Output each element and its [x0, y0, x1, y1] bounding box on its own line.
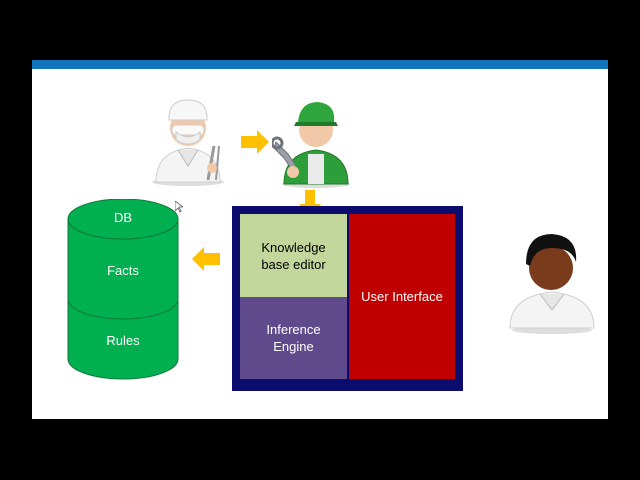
expert-system-box: Knowledge base editor Inference Engine U… — [232, 206, 463, 391]
db-top-label: DB — [113, 210, 133, 225]
domain-expert-doctor-icon — [152, 99, 224, 186]
user-interface-block: User Interface — [349, 214, 455, 379]
mouse-cursor-icon — [175, 201, 183, 213]
slide-top-bar — [32, 60, 608, 69]
inference-engine-label: Inference Engine — [266, 322, 321, 354]
db-rules-label: Rules — [106, 333, 140, 348]
arrow-left-icon — [192, 247, 220, 271]
slide: DB Facts Rules Knowledge base editor Inf… — [32, 60, 608, 419]
knowledge-base-editor-label: Knowledge base editor — [261, 239, 326, 272]
end-user-icon — [509, 234, 595, 334]
db-facts-label: Facts — [107, 263, 139, 278]
user-interface-label: User Interface — [361, 289, 443, 304]
arrow-right-icon — [241, 130, 269, 154]
knowledge-engineer-icon — [272, 102, 350, 188]
knowledge-base-editor-block: Knowledge base editor — [240, 214, 347, 297]
database-cylinder — [67, 199, 179, 380]
inference-engine-block: Inference Engine — [240, 297, 347, 379]
